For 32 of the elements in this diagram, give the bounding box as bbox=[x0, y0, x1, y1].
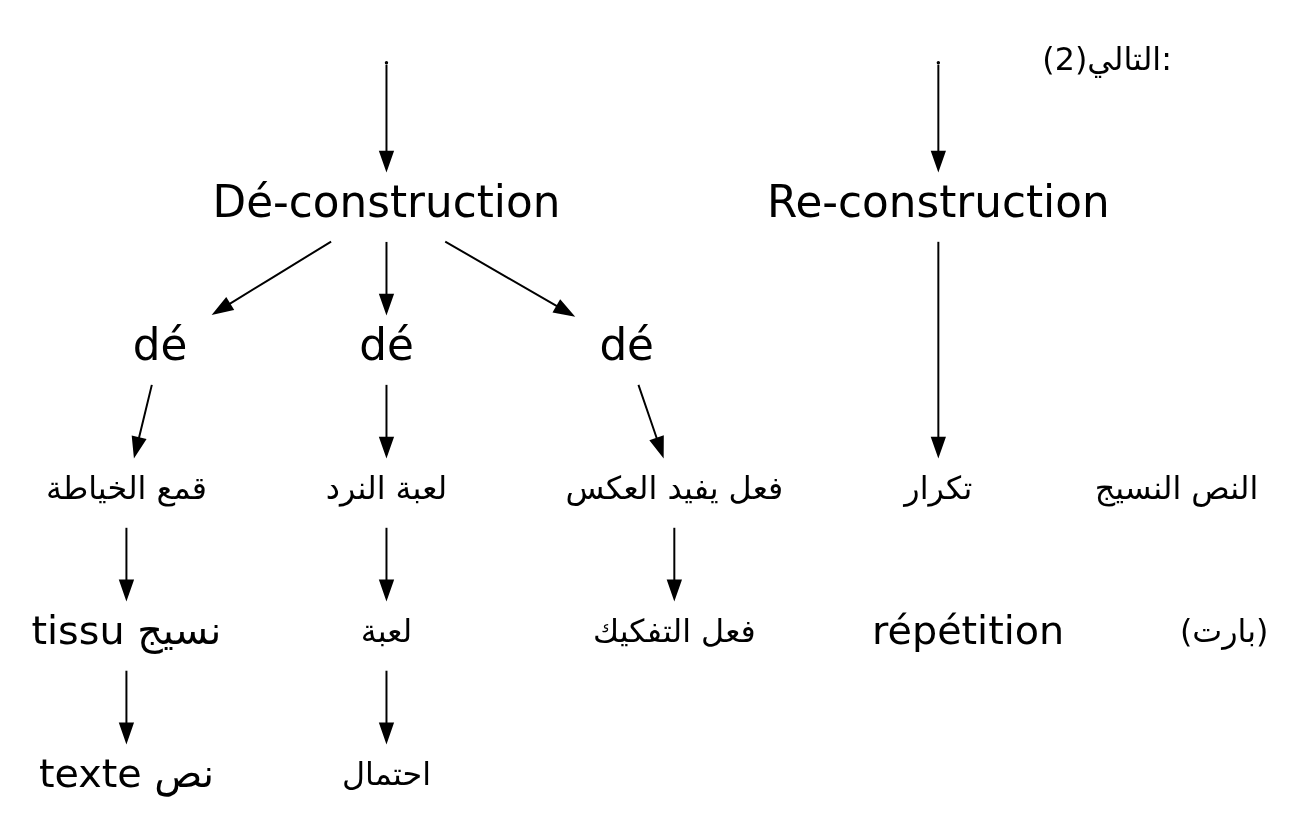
arrow bbox=[378, 383, 395, 459]
arrow bbox=[131, 383, 153, 459]
node-text: répétition bbox=[872, 607, 1065, 654]
arrow bbox=[666, 526, 682, 602]
arrow bbox=[637, 383, 664, 459]
arrow bbox=[930, 240, 946, 459]
node-text: tissu نسيج bbox=[31, 607, 222, 654]
arrow bbox=[118, 526, 135, 602]
arrow bbox=[378, 526, 395, 602]
arrow bbox=[118, 669, 135, 745]
label: (بارت) bbox=[1179, 612, 1269, 649]
node-text: dé bbox=[599, 318, 654, 370]
label: النص النسيج bbox=[1094, 470, 1259, 507]
node-text: dé bbox=[359, 318, 414, 370]
node-text: لعبة النرد bbox=[325, 470, 448, 507]
arrow bbox=[378, 669, 395, 745]
arrow bbox=[378, 63, 395, 173]
node-text: فعل يفيد العكس bbox=[565, 470, 784, 507]
arrow bbox=[211, 240, 333, 315]
node-text: فعل التفكيك bbox=[592, 612, 756, 649]
node-text: احتمال bbox=[341, 755, 432, 792]
label: التالي(2): bbox=[1042, 41, 1172, 78]
arrow bbox=[378, 240, 395, 316]
node-text: texte نص bbox=[38, 750, 214, 797]
arrow bbox=[930, 63, 946, 173]
node-text: لعبة bbox=[360, 612, 413, 649]
node-text: dé bbox=[132, 318, 188, 370]
arrow bbox=[444, 240, 576, 317]
node-text: Dé-construction bbox=[212, 175, 561, 227]
node-text: قمع الخياطة bbox=[45, 470, 207, 507]
node-text: Re-construction bbox=[767, 175, 1110, 227]
node-text: تكرار bbox=[904, 470, 973, 507]
